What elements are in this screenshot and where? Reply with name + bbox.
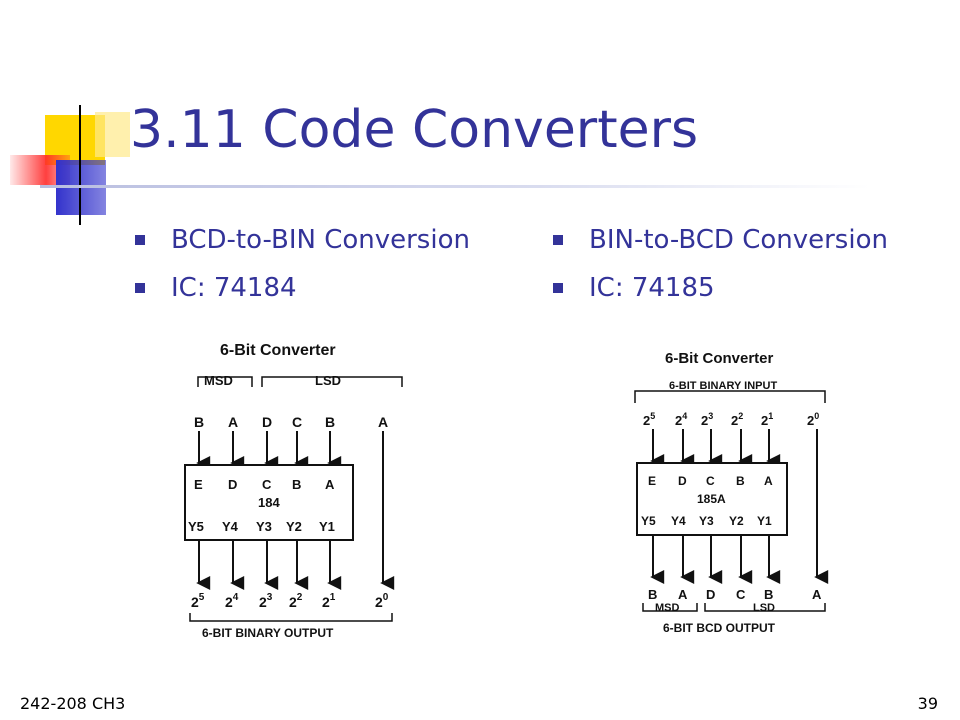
input-label: C [292, 414, 302, 430]
bullet-item: BIN-to-BCD Conversion [553, 218, 888, 266]
chip-pin: Y2 [286, 519, 302, 534]
output-label: D [706, 587, 715, 602]
bottom-label: 6-BIT BINARY OUTPUT [202, 626, 334, 640]
input-label: 25 [643, 411, 655, 428]
output-label: 23 [259, 592, 273, 610]
bullet-icon [553, 283, 563, 293]
output-label: 22 [289, 592, 303, 610]
right-bullet-list: BIN-to-BCD Conversion IC: 74185 [553, 218, 888, 314]
input-label: 22 [731, 411, 743, 428]
bullet-item: IC: 74184 [135, 266, 470, 314]
output-label: B [764, 587, 773, 602]
input-label: 21 [761, 411, 773, 428]
chip-pin: A [764, 474, 773, 488]
chip-pin: Y3 [699, 514, 714, 528]
chip-pin: Y1 [319, 519, 335, 534]
bullet-icon [135, 235, 145, 245]
msd-label: MSD [655, 602, 680, 614]
chip-184 [184, 464, 354, 541]
input-label: 24 [675, 411, 687, 428]
chip-pin: Y2 [729, 514, 744, 528]
input-label: 23 [701, 411, 713, 428]
chip-pin: D [678, 474, 687, 488]
bottom-label: 6-BIT BCD OUTPUT [663, 621, 776, 635]
input-label: A [228, 414, 238, 430]
input-label: B [325, 414, 335, 430]
bullet-icon [135, 283, 145, 293]
chip-pin: Y5 [188, 519, 204, 534]
output-wires [650, 535, 781, 584]
input-wires [650, 429, 829, 584]
chip-pin: C [262, 477, 272, 492]
bullet-text: IC: 74185 [589, 273, 715, 303]
chip-pin: A [325, 477, 335, 492]
output-label: 20 [375, 592, 389, 610]
left-bullet-list: BCD-to-BIN Conversion IC: 74184 [135, 218, 470, 314]
chip-name: 185A [697, 492, 726, 506]
bullet-text: BIN-to-BCD Conversion [589, 225, 888, 255]
output-label: 25 [191, 592, 205, 610]
slide-title: 3.11 Code Converters [130, 100, 699, 160]
chip-pin: D [228, 477, 237, 492]
output-label: C [736, 587, 746, 602]
output-labels: 25 24 23 22 21 20 [191, 592, 389, 610]
input-label: D [262, 414, 272, 430]
bullet-icon [553, 235, 563, 245]
output-wires [196, 540, 342, 590]
top-label: 6-BIT BINARY INPUT [669, 380, 777, 392]
msd-label: MSD [204, 373, 233, 388]
chip-pin: E [648, 474, 656, 488]
output-label: 21 [322, 592, 336, 610]
corner-decoration [10, 105, 140, 225]
lsd-label: LSD [753, 602, 775, 614]
bullet-text: BCD-to-BIN Conversion [171, 225, 470, 255]
chip-pin: Y5 [641, 514, 656, 528]
chip-pin: C [706, 474, 715, 488]
chip-pin: E [194, 477, 203, 492]
input-labels: 25 24 23 22 21 20 [643, 411, 819, 428]
title-underline [40, 185, 870, 188]
output-label: A [812, 587, 822, 602]
chip-pin: Y3 [256, 519, 272, 534]
chip-pin: Y4 [222, 519, 239, 534]
bullet-item: IC: 74185 [553, 266, 888, 314]
bullet-item: BCD-to-BIN Conversion [135, 218, 470, 266]
diagram-title: 6-Bit Converter [220, 342, 336, 359]
lsd-label: LSD [315, 373, 341, 388]
input-label: 20 [807, 411, 819, 428]
chip-pin: B [292, 477, 301, 492]
bullet-text: IC: 74184 [171, 273, 297, 303]
input-label: A [378, 414, 388, 430]
converter-184-diagram: 6-Bit Converter MSD LSD B A D C B A E D … [184, 342, 403, 640]
chip-name: 184 [258, 495, 280, 510]
chip-pin: B [736, 474, 745, 488]
page-number: 39 [917, 694, 938, 713]
footer-course-code: 242-208 CH3 [20, 694, 126, 713]
chip-pin: Y1 [757, 514, 772, 528]
output-label: A [678, 587, 688, 602]
output-label: B [648, 587, 657, 602]
input-label: B [194, 414, 204, 430]
chip-pin: Y4 [671, 514, 686, 528]
output-label: 24 [225, 592, 239, 610]
diagram-title: 6-Bit Converter [665, 350, 774, 367]
converter-185a-diagram: 6-Bit Converter 6-BIT BINARY INPUT 25 24… [634, 350, 829, 635]
input-wires [196, 431, 395, 590]
